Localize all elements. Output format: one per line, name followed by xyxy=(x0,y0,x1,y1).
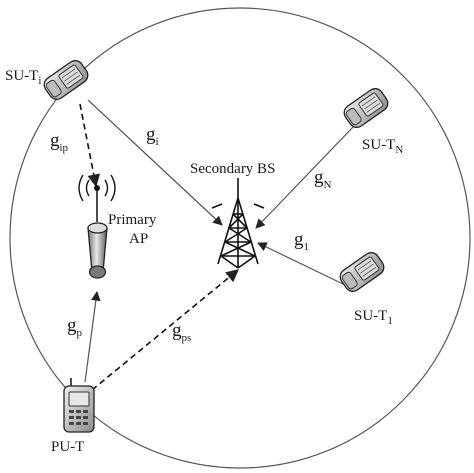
su-ti-phone-icon xyxy=(43,60,89,100)
pu-t-handset-icon xyxy=(63,378,95,433)
label-secondary-bs: Secondary BS xyxy=(190,161,275,177)
label-primary-ap-line1: Primary xyxy=(108,212,157,228)
label-g-1: g1 xyxy=(294,229,309,253)
su-t1-phone-icon xyxy=(339,252,385,292)
label-su-t1: SU-T1 xyxy=(354,308,393,327)
label-g-p: gp xyxy=(67,315,83,339)
label-g-i: gi xyxy=(146,124,159,148)
link-g-ps xyxy=(91,269,239,391)
label-su-tn: SU-TN xyxy=(362,137,403,156)
link-g-p xyxy=(84,291,101,383)
label-g-ip: gip xyxy=(50,130,69,154)
label-g-ps: gps xyxy=(172,320,191,344)
link-g-n xyxy=(255,124,356,229)
link-g-ip xyxy=(79,103,101,188)
label-pu-t: PU-T xyxy=(51,439,84,455)
link-g-1 xyxy=(257,242,344,285)
label-primary-ap-line2: AP xyxy=(129,231,148,247)
coverage-circle xyxy=(9,7,471,469)
secondary-bs-tower-icon xyxy=(211,178,265,269)
primary-ap-icon xyxy=(78,174,116,279)
label-g-n: gN xyxy=(314,167,332,191)
su-tn-phone-icon xyxy=(343,88,389,128)
label-su-ti: SU-Ti xyxy=(5,68,41,87)
link-g-i xyxy=(87,99,223,226)
